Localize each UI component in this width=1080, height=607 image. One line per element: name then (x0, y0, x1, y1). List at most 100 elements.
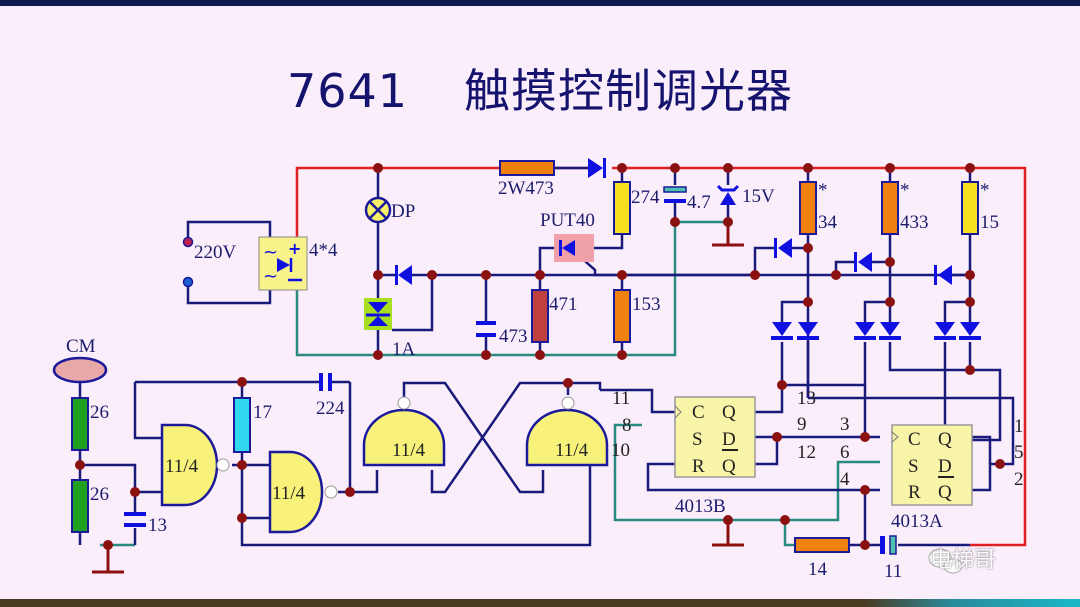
capacitor-473-icon (476, 321, 496, 337)
ff-a-pin-s: S (908, 456, 919, 477)
touch-sensor-label: CM (66, 336, 96, 357)
resistor-14-label: 14 (808, 559, 828, 580)
select-diodes (774, 238, 952, 285)
top-bar (0, 0, 1080, 6)
pin-9: 9 (797, 414, 807, 435)
resistor-433-star: * (900, 180, 910, 201)
ff-a-pin-c: C (908, 429, 921, 450)
resistor-15-star: * (980, 180, 990, 201)
pin-11: 11 (612, 388, 630, 409)
ff-b-pin-r: R (692, 456, 705, 477)
watermark: 电梯哥 (930, 548, 997, 573)
gate-2-label: 11/4 (272, 483, 306, 504)
resistor-471-label: 471 (549, 294, 578, 315)
capacitor-13-label: 13 (148, 515, 167, 536)
ff-a-pin-qbar: Q (938, 482, 952, 503)
svg-text:~: ~ (263, 266, 278, 287)
resistor-433-label: 433 (900, 212, 929, 233)
ground-symbols (92, 222, 744, 574)
resistor-34-label: 34 (818, 212, 838, 233)
triac-icon (364, 298, 392, 330)
trigger-diode-icon (395, 265, 412, 285)
pin-numbers: 11 8 10 13 9 12 3 6 4 1 5 2 (611, 388, 1024, 490)
resistor-26a (71, 397, 89, 451)
resistor-15-label: 15 (980, 212, 999, 233)
capacitor-473-label: 473 (499, 326, 528, 347)
page-title: 7641 触摸控制调光器 (0, 55, 1080, 121)
title-code: 7641 (286, 64, 409, 118)
put-label: PUT40 (540, 210, 595, 231)
ff-a-pin-r: R (908, 482, 921, 503)
resistor-433 (881, 181, 899, 235)
capacitor-11-icon (880, 535, 897, 555)
ff-a-pin-q: Q (938, 429, 952, 450)
resistor-34-star: * (818, 180, 828, 201)
resistor-17 (233, 397, 251, 453)
ff-b-pin-qbar: Q (722, 456, 736, 477)
capacitor-13-icon (124, 512, 146, 527)
bottom-bar (0, 599, 1080, 607)
ff-b-pin-c: C (692, 402, 705, 423)
put-transistor-icon (554, 234, 594, 262)
ac-terminal-1 (182, 236, 194, 248)
resistor-2w473 (499, 160, 555, 176)
pin-3: 3 (840, 414, 850, 435)
flip-flop-4013b: C S R Q D Q (674, 396, 756, 478)
pin-8: 8 (622, 415, 632, 436)
capacitor-224-label: 224 (316, 398, 345, 419)
resistor-34 (799, 181, 817, 235)
touch-sensor-icon[interactable] (52, 356, 108, 384)
pin-2: 2 (1014, 469, 1024, 490)
bridge-rectifier: ~ ~ + (258, 236, 308, 291)
junction-nodes (75, 163, 1005, 550)
ground-rail (100, 220, 880, 547)
steering-diodes (771, 322, 981, 340)
gate-4-label: 11/4 (555, 440, 589, 461)
lamp-icon (364, 196, 392, 224)
triac-label: 1A (392, 339, 416, 360)
zener-diode-icon (716, 184, 740, 205)
resistor-26a-label: 26 (90, 402, 109, 423)
pin-10: 10 (611, 440, 630, 461)
gate-3-label: 11/4 (392, 440, 426, 461)
resistor-26b-label: 26 (90, 484, 109, 505)
resistor-17-label: 17 (253, 402, 272, 423)
nand-gate-1: 11/4 (160, 423, 230, 507)
flip-flop-4013b-label: 4013B (675, 496, 726, 517)
resistor-274-label: 274 (631, 187, 660, 208)
capacitor-224-icon (319, 373, 332, 391)
pin-4: 4 (840, 469, 850, 490)
svg-text:~: ~ (263, 242, 278, 263)
wechat-icon (928, 548, 963, 574)
nand-gate-3: 11/4 (362, 396, 446, 467)
resistor-15 (961, 181, 979, 235)
lamp-label: DP (391, 201, 415, 222)
capacitor-4-7-icon (663, 186, 687, 203)
pin-6: 6 (840, 442, 850, 463)
resistor-471 (531, 289, 549, 343)
input-voltage-label: 220V (194, 242, 237, 263)
ac-terminal-2 (182, 276, 194, 288)
ff-a-pin-d: D (938, 456, 952, 477)
pin-1: 1 (1014, 416, 1024, 437)
flip-flop-4013a: C S R Q D Q (891, 424, 973, 506)
resistor-14 (794, 537, 850, 553)
resistor-26b (71, 479, 89, 533)
svg-text:+: + (288, 239, 301, 258)
ff-b-pin-q: Q (722, 402, 736, 423)
pin-5: 5 (1014, 442, 1024, 463)
nand-gate-4: 11/4 (525, 396, 609, 467)
capacitor-4-7-label: 4.7 (687, 192, 711, 213)
resistor-274 (613, 181, 631, 235)
bridge-label: 4*4 (309, 240, 338, 261)
nand-gate-2: 11/4 (268, 450, 338, 534)
title-text: 触摸控制调光器 (464, 64, 794, 118)
flip-flop-4013a-label: 4013A (891, 511, 943, 532)
pin-12: 12 (797, 442, 816, 463)
capacitor-11-label: 11 (884, 561, 902, 582)
supply-diode-icon (588, 158, 606, 178)
ff-b-pin-s: S (692, 429, 703, 450)
pin-13: 13 (797, 388, 816, 409)
gate-1-label: 11/4 (165, 456, 199, 477)
